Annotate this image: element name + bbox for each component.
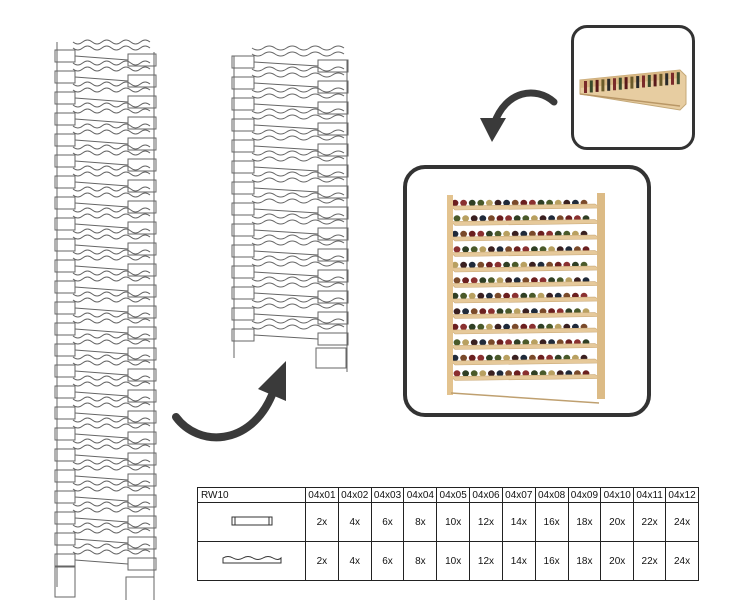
table-cell: 2x <box>305 502 339 542</box>
table-cell: 16x <box>534 502 569 542</box>
table-row: 2x 4x 6x 8x 10x 12x 14x 16x 18x 20x 22x … <box>197 502 699 542</box>
table-cell: 4x <box>337 541 372 581</box>
column-header: 04x11 <box>633 487 667 503</box>
wavy-slat-icon <box>222 555 281 563</box>
table-cell: 18x <box>567 502 602 542</box>
large-rack-photo <box>447 193 605 404</box>
table-cell: 24x <box>665 541 699 581</box>
column-header: 04x05 <box>436 487 471 503</box>
table-cell: 14x <box>501 502 536 542</box>
table-cell: 24x <box>665 502 699 542</box>
column-header: 04x08 <box>534 487 569 503</box>
column-header: 04x09 <box>567 487 602 503</box>
table-title: RW10 <box>197 487 306 503</box>
table-cell: 20x <box>600 502 635 542</box>
small-rack-photo <box>579 69 687 111</box>
column-header: 04x10 <box>600 487 635 503</box>
table-cell: 16x <box>534 541 569 581</box>
small-rack-photo-frame <box>571 25 695 150</box>
table-cell: 20x <box>600 541 635 581</box>
table-cell: 22x <box>633 502 667 542</box>
table-cell: 22x <box>633 541 667 581</box>
table-cell: 14x <box>501 541 536 581</box>
column-header: 04x12 <box>665 487 699 503</box>
table-cell: 8x <box>403 541 438 581</box>
table-cell: 8x <box>403 502 438 542</box>
column-header: 04x04 <box>403 487 438 503</box>
table-row: 2x 4x 6x 8x 10x 12x 14x 16x 18x 20x 22x … <box>197 541 699 581</box>
table-cell: 6x <box>370 541 405 581</box>
column-header: 04x07 <box>501 487 536 503</box>
table-cell: 2x <box>305 541 339 581</box>
curved-arrow-up-icon <box>172 361 286 442</box>
column-header: 04x03 <box>370 487 405 503</box>
table-header-row: RW10 04x01 04x02 04x03 04x04 04x05 04x06… <box>197 487 699 503</box>
curved-arrow-down-icon <box>480 89 558 142</box>
flat-slat-cell <box>197 502 306 542</box>
table-cell: 10x <box>436 541 471 581</box>
large-rack-photo-frame <box>403 165 651 417</box>
spec-table: RW10 04x01 04x02 04x03 04x04 04x05 04x06… <box>197 487 699 581</box>
table-cell: 10x <box>436 502 471 542</box>
column-header: 04x06 <box>469 487 503 503</box>
table-cell: 12x <box>469 541 503 581</box>
table-cell: 6x <box>370 502 405 542</box>
wavy-slat-cell <box>197 541 306 581</box>
table-cell: 18x <box>567 541 602 581</box>
flat-slat-icon <box>231 516 272 525</box>
table-cell: 12x <box>469 502 503 542</box>
column-header: 04x01 <box>305 487 339 503</box>
table-cell: 4x <box>337 502 372 542</box>
column-header: 04x02 <box>337 487 372 503</box>
